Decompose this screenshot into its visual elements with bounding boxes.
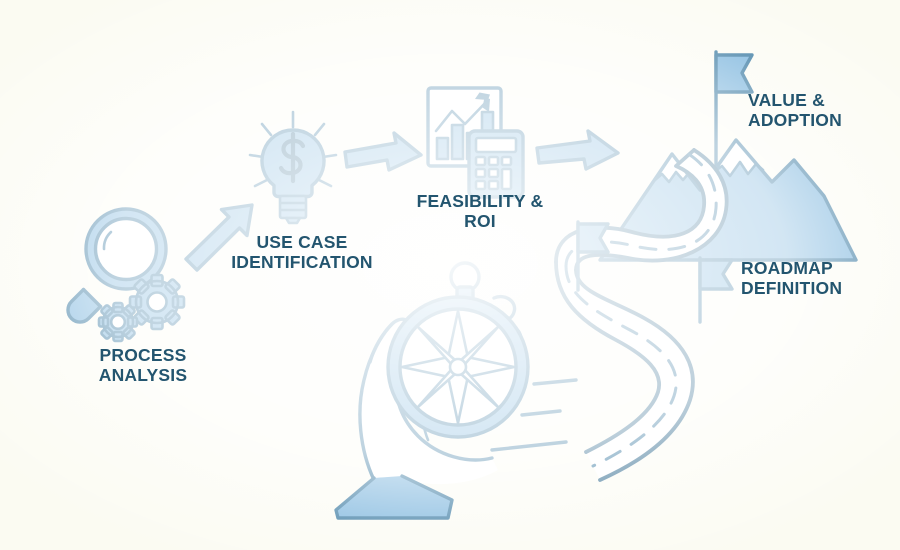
roadmap-flag-left	[576, 220, 610, 292]
label-value-adoption: VALUE & ADOPTION	[748, 90, 842, 130]
motion-lines-icon	[490, 378, 578, 452]
dollar-sign-icon	[278, 131, 306, 184]
lightbulb-dollar-icon	[248, 110, 338, 225]
arrow-3-icon	[535, 129, 620, 171]
arrow-1-icon	[184, 203, 254, 272]
bar-chart-calculator-icon	[426, 86, 525, 199]
label-feasibility-roi: FEASIBILITY & ROI	[416, 191, 544, 231]
roadmap-flag-right	[698, 256, 734, 324]
hand-holding-compass-icon	[334, 261, 530, 520]
gear-large	[128, 273, 186, 331]
arrow-2-icon	[343, 131, 423, 172]
label-roadmap-definition: ROADMAP DEFINITION	[741, 258, 843, 298]
magnifier-lens	[84, 207, 168, 291]
magnifier-handle	[66, 287, 103, 324]
calculator-icon	[467, 129, 525, 199]
lightbulb-base	[278, 194, 308, 225]
summit-flag-icon	[714, 50, 754, 170]
compass-icon	[386, 261, 530, 439]
chart-trend-arrow	[434, 92, 490, 133]
label-use-case-identification: USE CASE IDENTIFICATION	[231, 232, 373, 272]
magnifying-glass-gears-icon	[66, 207, 186, 343]
label-process-analysis: PROCESS ANALYSIS	[98, 345, 188, 385]
winding-road-flags-icon	[554, 148, 734, 482]
compass-rose	[400, 309, 516, 425]
gear-small	[97, 301, 139, 343]
mountain-summit-flag-icon	[598, 50, 858, 262]
calculator-keys	[474, 155, 513, 191]
hand-sleeve	[334, 474, 454, 520]
